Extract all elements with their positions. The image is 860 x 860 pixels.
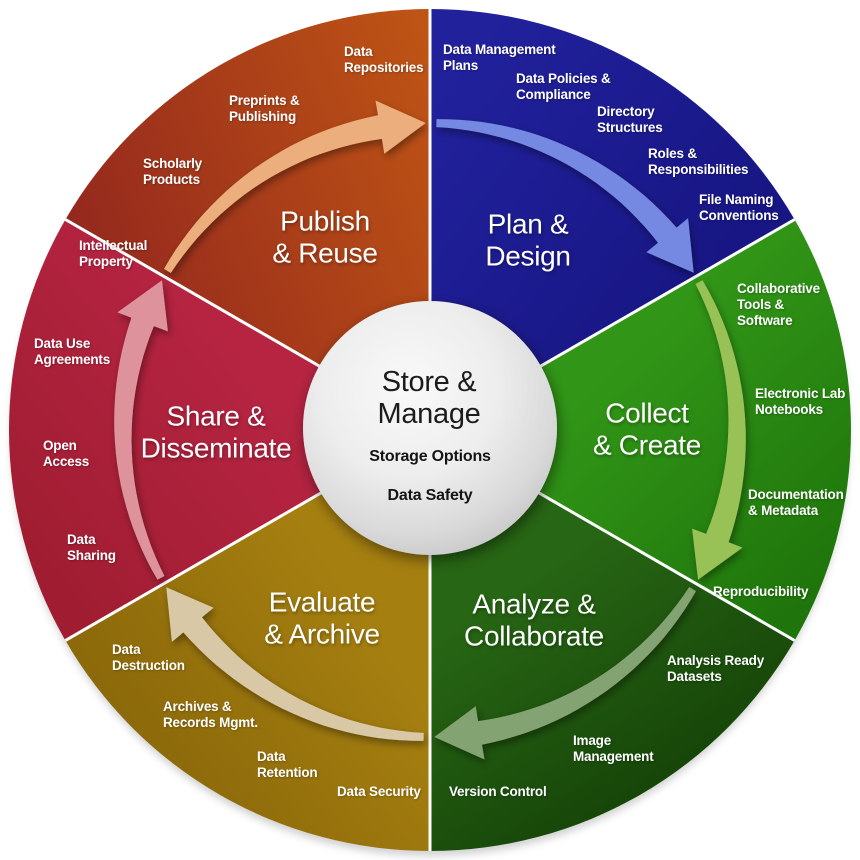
sector-analyze-collaborate-wedge [430,430,795,851]
evaluate-to-share-arrow [166,587,424,741]
plan-to-collect-arrow [436,119,694,273]
center-hub [303,301,557,555]
sector-share-disseminate-wedge [9,219,431,641]
sector-plan-design-wedge [430,9,795,430]
sector-collect-create-wedge [430,219,851,641]
collect-to-analyze-arrow [692,280,746,580]
sector-publish-reuse-wedge [65,9,430,430]
sector-evaluate-archive-wedge [65,430,430,851]
publish-to-plan-arrow [164,100,426,273]
analyze-to-evaluate-arrow [434,587,696,760]
share-to-publish-arrow [114,280,168,580]
